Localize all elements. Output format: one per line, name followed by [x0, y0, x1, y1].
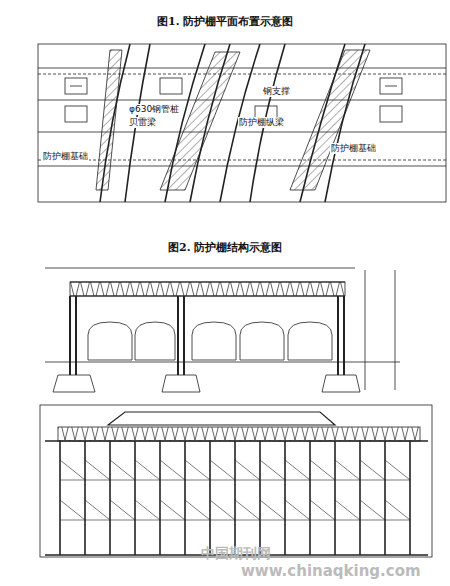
watermark: 中国期刊网: [200, 548, 272, 559]
part-label: φ630钢管桩: [128, 104, 180, 115]
figure-title: 图1. 防护棚平面布置示意图: [157, 14, 293, 29]
part-label: 防护棚基础: [42, 151, 89, 162]
watermark: www.chinaqking.com: [240, 566, 422, 577]
part-label: 贝雷梁: [128, 117, 157, 128]
figure-title: 图2. 防护棚结构示意图: [168, 240, 282, 255]
part-label: 防护棚纵梁: [238, 117, 285, 128]
part-label: 防护棚基础: [330, 143, 377, 154]
part-label: 钢支撑: [262, 86, 291, 97]
